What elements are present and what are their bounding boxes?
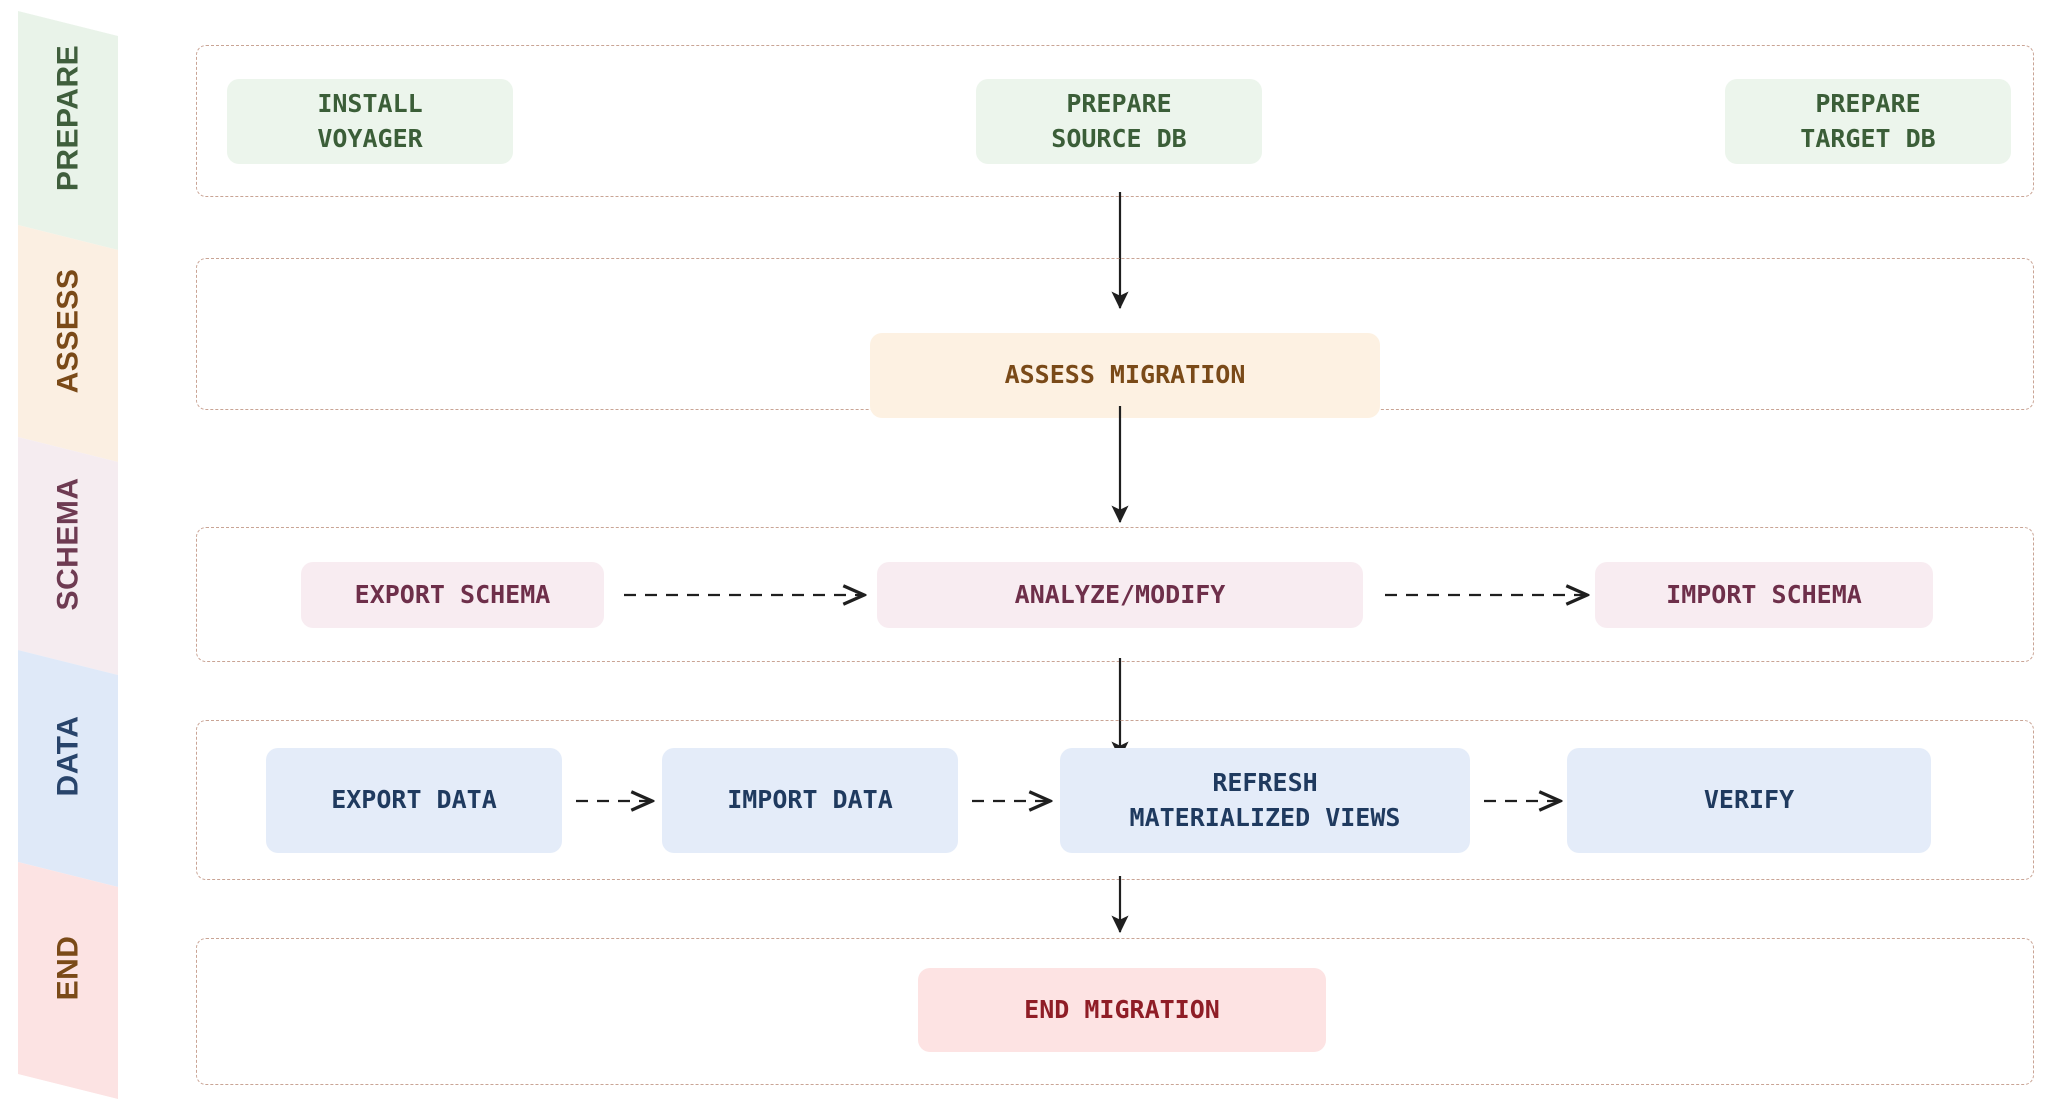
phase-band-prepare-shape (18, 11, 118, 250)
phase-ribbon-svg: PREPARE ASSESS SCHEMA DATA END (18, 11, 118, 1099)
node-import-data[interactable]: IMPORT DATA (662, 748, 958, 853)
node-analyze-modify[interactable]: ANALYZE/MODIFY (877, 562, 1363, 628)
phase-band-assess[interactable]: ASSESS (18, 225, 118, 462)
node-install-voyager[interactable]: INSTALL VOYAGER (227, 79, 513, 164)
phase-band-data[interactable]: DATA (18, 650, 118, 887)
phase-band-assess-shape (18, 225, 118, 462)
phase-label-data: DATA (52, 716, 85, 797)
phase-band-schema-shape (18, 437, 118, 675)
node-end-migration[interactable]: END MIGRATION (918, 968, 1326, 1052)
connector-assess-to-analyze (1111, 406, 1129, 524)
node-prepare-source-db[interactable]: PREPARE SOURCE DB (976, 79, 1262, 164)
phase-band-end[interactable]: END (18, 862, 118, 1099)
node-import-schema[interactable]: IMPORT SCHEMA (1595, 562, 1933, 628)
phase-ribbon: PREPARE ASSESS SCHEMA DATA END (0, 0, 170, 1105)
phase-band-schema[interactable]: SCHEMA (18, 437, 118, 675)
phase-band-data-shape (18, 650, 118, 887)
flow-area: INSTALL VOYAGER PREPARE SOURCE DB PREPAR… (170, 0, 2067, 1105)
row-band-prepare (196, 45, 2034, 197)
node-export-schema[interactable]: EXPORT SCHEMA (301, 562, 604, 628)
row-band-end (196, 938, 2034, 1085)
row-band-schema (196, 527, 2034, 662)
phase-band-prepare[interactable]: PREPARE (18, 11, 118, 250)
phase-label-assess: ASSESS (52, 269, 85, 394)
node-verify[interactable]: VERIFY (1567, 748, 1931, 853)
node-prepare-target-db[interactable]: PREPARE TARGET DB (1725, 79, 2011, 164)
phase-label-prepare: PREPARE (52, 45, 85, 191)
phase-band-end-shape (18, 862, 118, 1099)
phase-label-schema: SCHEMA (52, 477, 85, 610)
node-assess-migration[interactable]: ASSESS MIGRATION (870, 333, 1380, 418)
node-export-data[interactable]: EXPORT DATA (266, 748, 562, 853)
phase-label-end: END (52, 936, 85, 1001)
connector-refresh-to-end (1111, 876, 1129, 934)
node-refresh-materialized-views[interactable]: REFRESH MATERIALIZED VIEWS (1060, 748, 1470, 853)
row-band-data (196, 720, 2034, 880)
